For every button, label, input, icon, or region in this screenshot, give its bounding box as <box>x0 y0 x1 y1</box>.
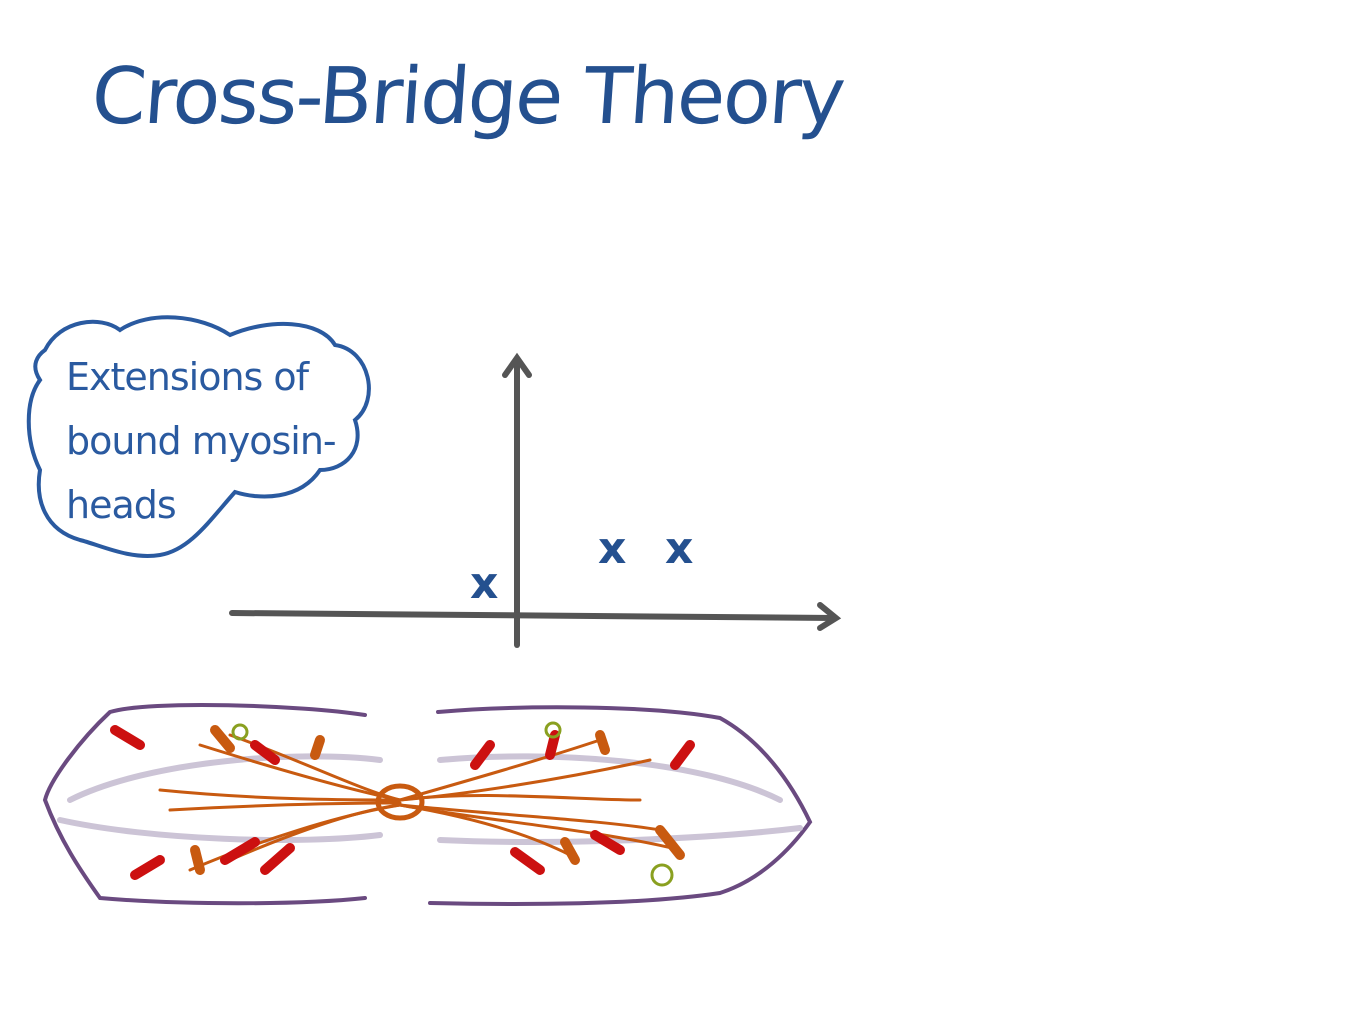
z-disc-right <box>428 705 813 906</box>
binding-site-2 <box>544 721 562 739</box>
graph-mark-3: x <box>665 523 694 574</box>
graph-mark-1: x <box>470 558 499 609</box>
binding-site-1 <box>231 723 249 741</box>
graph-mark-2: x <box>598 523 627 574</box>
page-title: Cross-Bridge Theory <box>88 52 847 142</box>
x-axis <box>229 610 838 621</box>
myosin-heads <box>110 725 695 880</box>
note-cloud <box>26 315 371 558</box>
thin-filament-bg <box>57 753 803 845</box>
x-axis-arrow <box>817 602 842 631</box>
y-axis-arrow <box>502 352 532 378</box>
sarcomere-illustration <box>42 702 813 906</box>
z-disc-left <box>42 702 367 906</box>
note-text: Extensions of bound myosin-heads <box>66 355 337 527</box>
m-line <box>375 783 425 821</box>
graph-axes <box>229 352 842 648</box>
binding-site-3 <box>650 863 674 887</box>
